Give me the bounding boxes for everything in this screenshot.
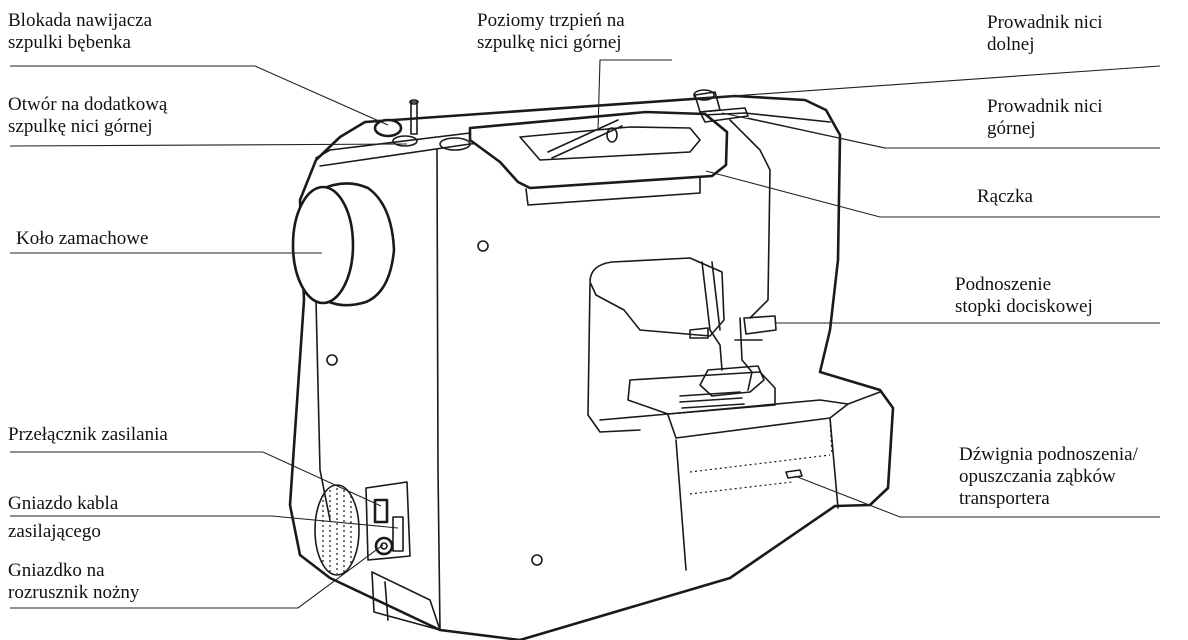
spool-pin [547, 119, 623, 159]
label-bobbin-winder-lock: Blokada nawijacza szpulki bębenka [8, 10, 152, 54]
arm-opening [589, 257, 725, 337]
leader-bobbin-winder-lock [10, 65, 389, 126]
spool-seat [439, 137, 471, 151]
presser-foot [699, 365, 765, 397]
free-arm-top [599, 391, 881, 421]
leader-horizontal-spool-pin [597, 59, 672, 131]
label-feed-dog-lever: Dźwignia podnoszenia/ opuszczania ząbków… [959, 444, 1138, 510]
sewing-machine [288, 89, 895, 640]
extra-spool-hole-shape [392, 135, 418, 147]
label-line: dolnej [987, 34, 1035, 55]
handle-hinge [525, 177, 701, 206]
label-line: Prowadnik nici [987, 12, 1103, 33]
label-line: stopki dociskowej [955, 296, 1093, 317]
arm-underside [587, 283, 641, 433]
leader-foot-pedal-socket [10, 544, 384, 609]
feed-dogs [679, 391, 745, 409]
bobbin-winder-pin [410, 101, 418, 135]
label-line: Gniazdko na [8, 560, 105, 581]
power-panel [365, 481, 411, 561]
label-line: górnej [987, 118, 1036, 139]
needle-bar [701, 261, 723, 371]
label-line: Przełącznik zasilania [8, 424, 168, 445]
label-extra-spool-hole: Otwór na dodatkową szpulkę nici górnej [8, 94, 167, 138]
side-panel-edge [315, 299, 331, 521]
presser-foot-lifter-shape [689, 315, 777, 339]
feed-dog-lever-knob [785, 469, 803, 479]
label-line: Otwór na dodatkową [8, 94, 168, 115]
label-line: Podnoszenie [955, 274, 1052, 295]
handle-opening [519, 126, 701, 161]
bobbin-winder-top [409, 99, 419, 105]
label-power-cord-socket: Gniazdo kabla zasilającego [8, 490, 118, 546]
screw-hole-3 [531, 554, 543, 566]
label-line: Gniazdo kabla [8, 493, 119, 514]
label-power-switch: Przełącznik zasilania [8, 424, 168, 446]
label-handle: Rączka [977, 186, 1033, 208]
base-lower-edge [384, 581, 389, 621]
power-cord-socket-shape [392, 516, 404, 552]
label-upper-thread-guide: Prowadnik nici górnej [987, 96, 1103, 140]
label-handwheel: Koło zamachowe [16, 228, 148, 250]
label-line: opuszczania ząbków [959, 466, 1116, 487]
leader-handle [705, 170, 1160, 218]
label-line: Poziomy trzpień na [477, 10, 625, 31]
screw-hole-2 [326, 354, 338, 366]
leader-power-cord-socket [10, 515, 399, 529]
label-line: transportera [959, 488, 1050, 509]
power-switch-shape [373, 498, 389, 524]
spool-pin-cap [606, 127, 618, 143]
leader-upper-thread-guide-b [747, 117, 886, 149]
leader-lines [9, 59, 1161, 609]
side-panel [436, 149, 441, 631]
leader-power-switch [10, 451, 382, 507]
leader-lower-thread-guide [703, 65, 1161, 99]
thread-guide-arm [699, 107, 749, 123]
label-foot-pedal-socket: Gniazdko na rozrusznik nożny [8, 560, 139, 604]
label-line: szpulkę nici górnej [477, 32, 622, 53]
label-line: szpulkę nici górnej [8, 116, 153, 137]
label-line: Prowadnik nici [987, 96, 1103, 117]
side-vent-grille [322, 488, 352, 574]
leader-extra-spool-hole [9, 143, 408, 147]
side-vent [314, 484, 360, 576]
label-horizontal-spool-pin: Poziomy trzpień na szpulkę nici górnej [477, 10, 625, 54]
label-presser-foot-lifter: Podnoszenie stopki dociskowej [955, 274, 1093, 318]
label-line: Koło zamachowe [16, 228, 149, 249]
foot-pedal-socket-shape [374, 536, 394, 556]
handwheel [291, 185, 355, 305]
screw-hole-1 [477, 240, 489, 252]
machine-body [288, 94, 895, 640]
head-column [729, 119, 771, 319]
needle-clamp [734, 317, 763, 391]
label-line: Blokada nawijacza [8, 10, 153, 31]
label-lower-thread-guide: Prowadnik nici dolnej [987, 12, 1103, 56]
thread-guide-top [693, 89, 715, 101]
bobbin-winder-lock-knob [373, 118, 403, 138]
label-line: rozrusznik nożny [8, 582, 140, 603]
label-line: szpulki bębenka [8, 32, 131, 53]
free-arm-front [667, 403, 849, 439]
accessory-box [675, 417, 839, 571]
label-line: Rączka [977, 186, 1033, 207]
label-line: zasilającego [8, 521, 101, 542]
base-outline [371, 571, 441, 631]
carry-handle [468, 110, 729, 190]
feed-dog-lever-slot [689, 419, 833, 495]
leader-feed-dog-lever [794, 475, 1160, 518]
needle-plate [627, 371, 776, 415]
label-line: Dźwignia podnoszenia/ [959, 444, 1138, 465]
